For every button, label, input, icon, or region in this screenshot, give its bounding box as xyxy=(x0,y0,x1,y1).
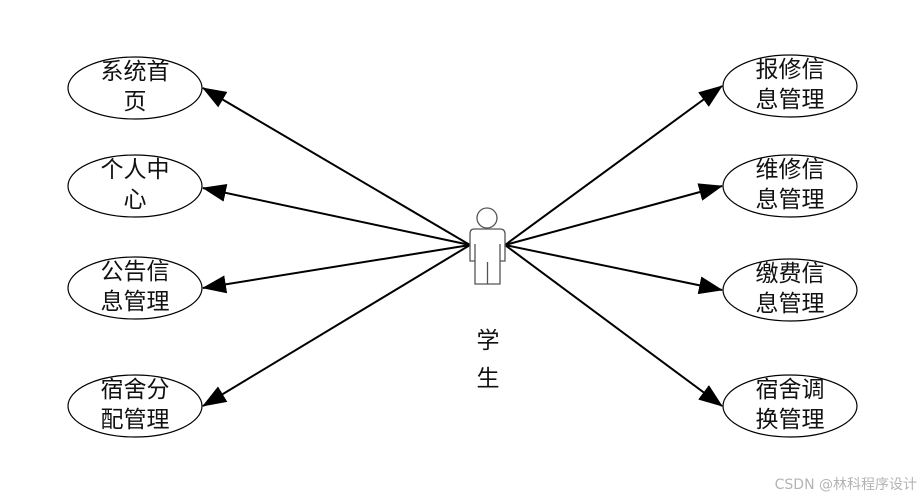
use-case-ellipse-dorm-allocation xyxy=(67,374,203,438)
actor-figure-icon xyxy=(469,207,506,285)
arrow-to-payment xyxy=(504,244,723,295)
use-case-label-personal-center: 个人中 心 xyxy=(70,155,200,215)
label-line2: 心 xyxy=(123,187,147,213)
use-case-label-repair-report: 报修信 息管理 xyxy=(725,55,855,115)
use-case-ellipse-home xyxy=(67,56,203,120)
arrow-to-dorm-swap xyxy=(504,244,723,407)
label-line1: 个人中 xyxy=(100,157,170,183)
actor-label-line1: 学 xyxy=(476,328,500,354)
actor-label: 学 生 xyxy=(474,322,502,398)
label-line2: 息管理 xyxy=(755,187,825,213)
label-line1: 报修信 xyxy=(755,57,825,83)
arrow-to-notice xyxy=(202,244,471,294)
use-case-ellipse-notice xyxy=(67,256,203,320)
label-line1: 维修信 xyxy=(755,157,825,183)
use-case-ellipse-personal-center xyxy=(67,154,203,218)
label-line2: 页 xyxy=(123,89,147,115)
label-line1: 公告信 xyxy=(100,259,170,285)
arrow-to-personal-center xyxy=(202,184,471,246)
label-line1: 缴费信 xyxy=(755,261,825,287)
use-case-label-payment: 缴费信 息管理 xyxy=(725,259,855,319)
label-line1: 系统首 xyxy=(100,59,170,85)
label-line2: 配管理 xyxy=(100,407,170,433)
label-line2: 息管理 xyxy=(755,291,825,317)
watermark: CSDN @林科程序设计 xyxy=(774,477,917,493)
use-case-label-dorm-swap: 宿舍调 换管理 xyxy=(725,375,855,435)
arrow-to-home xyxy=(202,87,471,246)
use-case-label-maintenance: 维修信 息管理 xyxy=(725,155,855,215)
use-case-ellipse-maintenance xyxy=(722,154,858,218)
label-line2: 息管理 xyxy=(100,289,170,315)
use-case-ellipse-payment xyxy=(722,258,858,322)
use-case-label-home: 系统首 页 xyxy=(70,57,200,117)
label-line2: 息管理 xyxy=(755,87,825,113)
label-line1: 宿舍分 xyxy=(100,377,170,403)
arrow-to-maintenance xyxy=(504,183,723,246)
use-case-ellipse-dorm-swap xyxy=(722,374,858,438)
use-case-ellipse-repair-report xyxy=(722,54,858,118)
use-case-label-dorm-allocation: 宿舍分 配管理 xyxy=(70,375,200,435)
actor-label-line2: 生 xyxy=(476,366,500,392)
arrow-to-dorm-allocation xyxy=(202,244,471,407)
arrow-to-repair-report xyxy=(504,85,723,246)
label-line1: 宿舍调 xyxy=(755,377,825,403)
use-case-label-notice: 公告信 息管理 xyxy=(70,257,200,317)
label-line2: 换管理 xyxy=(755,407,825,433)
